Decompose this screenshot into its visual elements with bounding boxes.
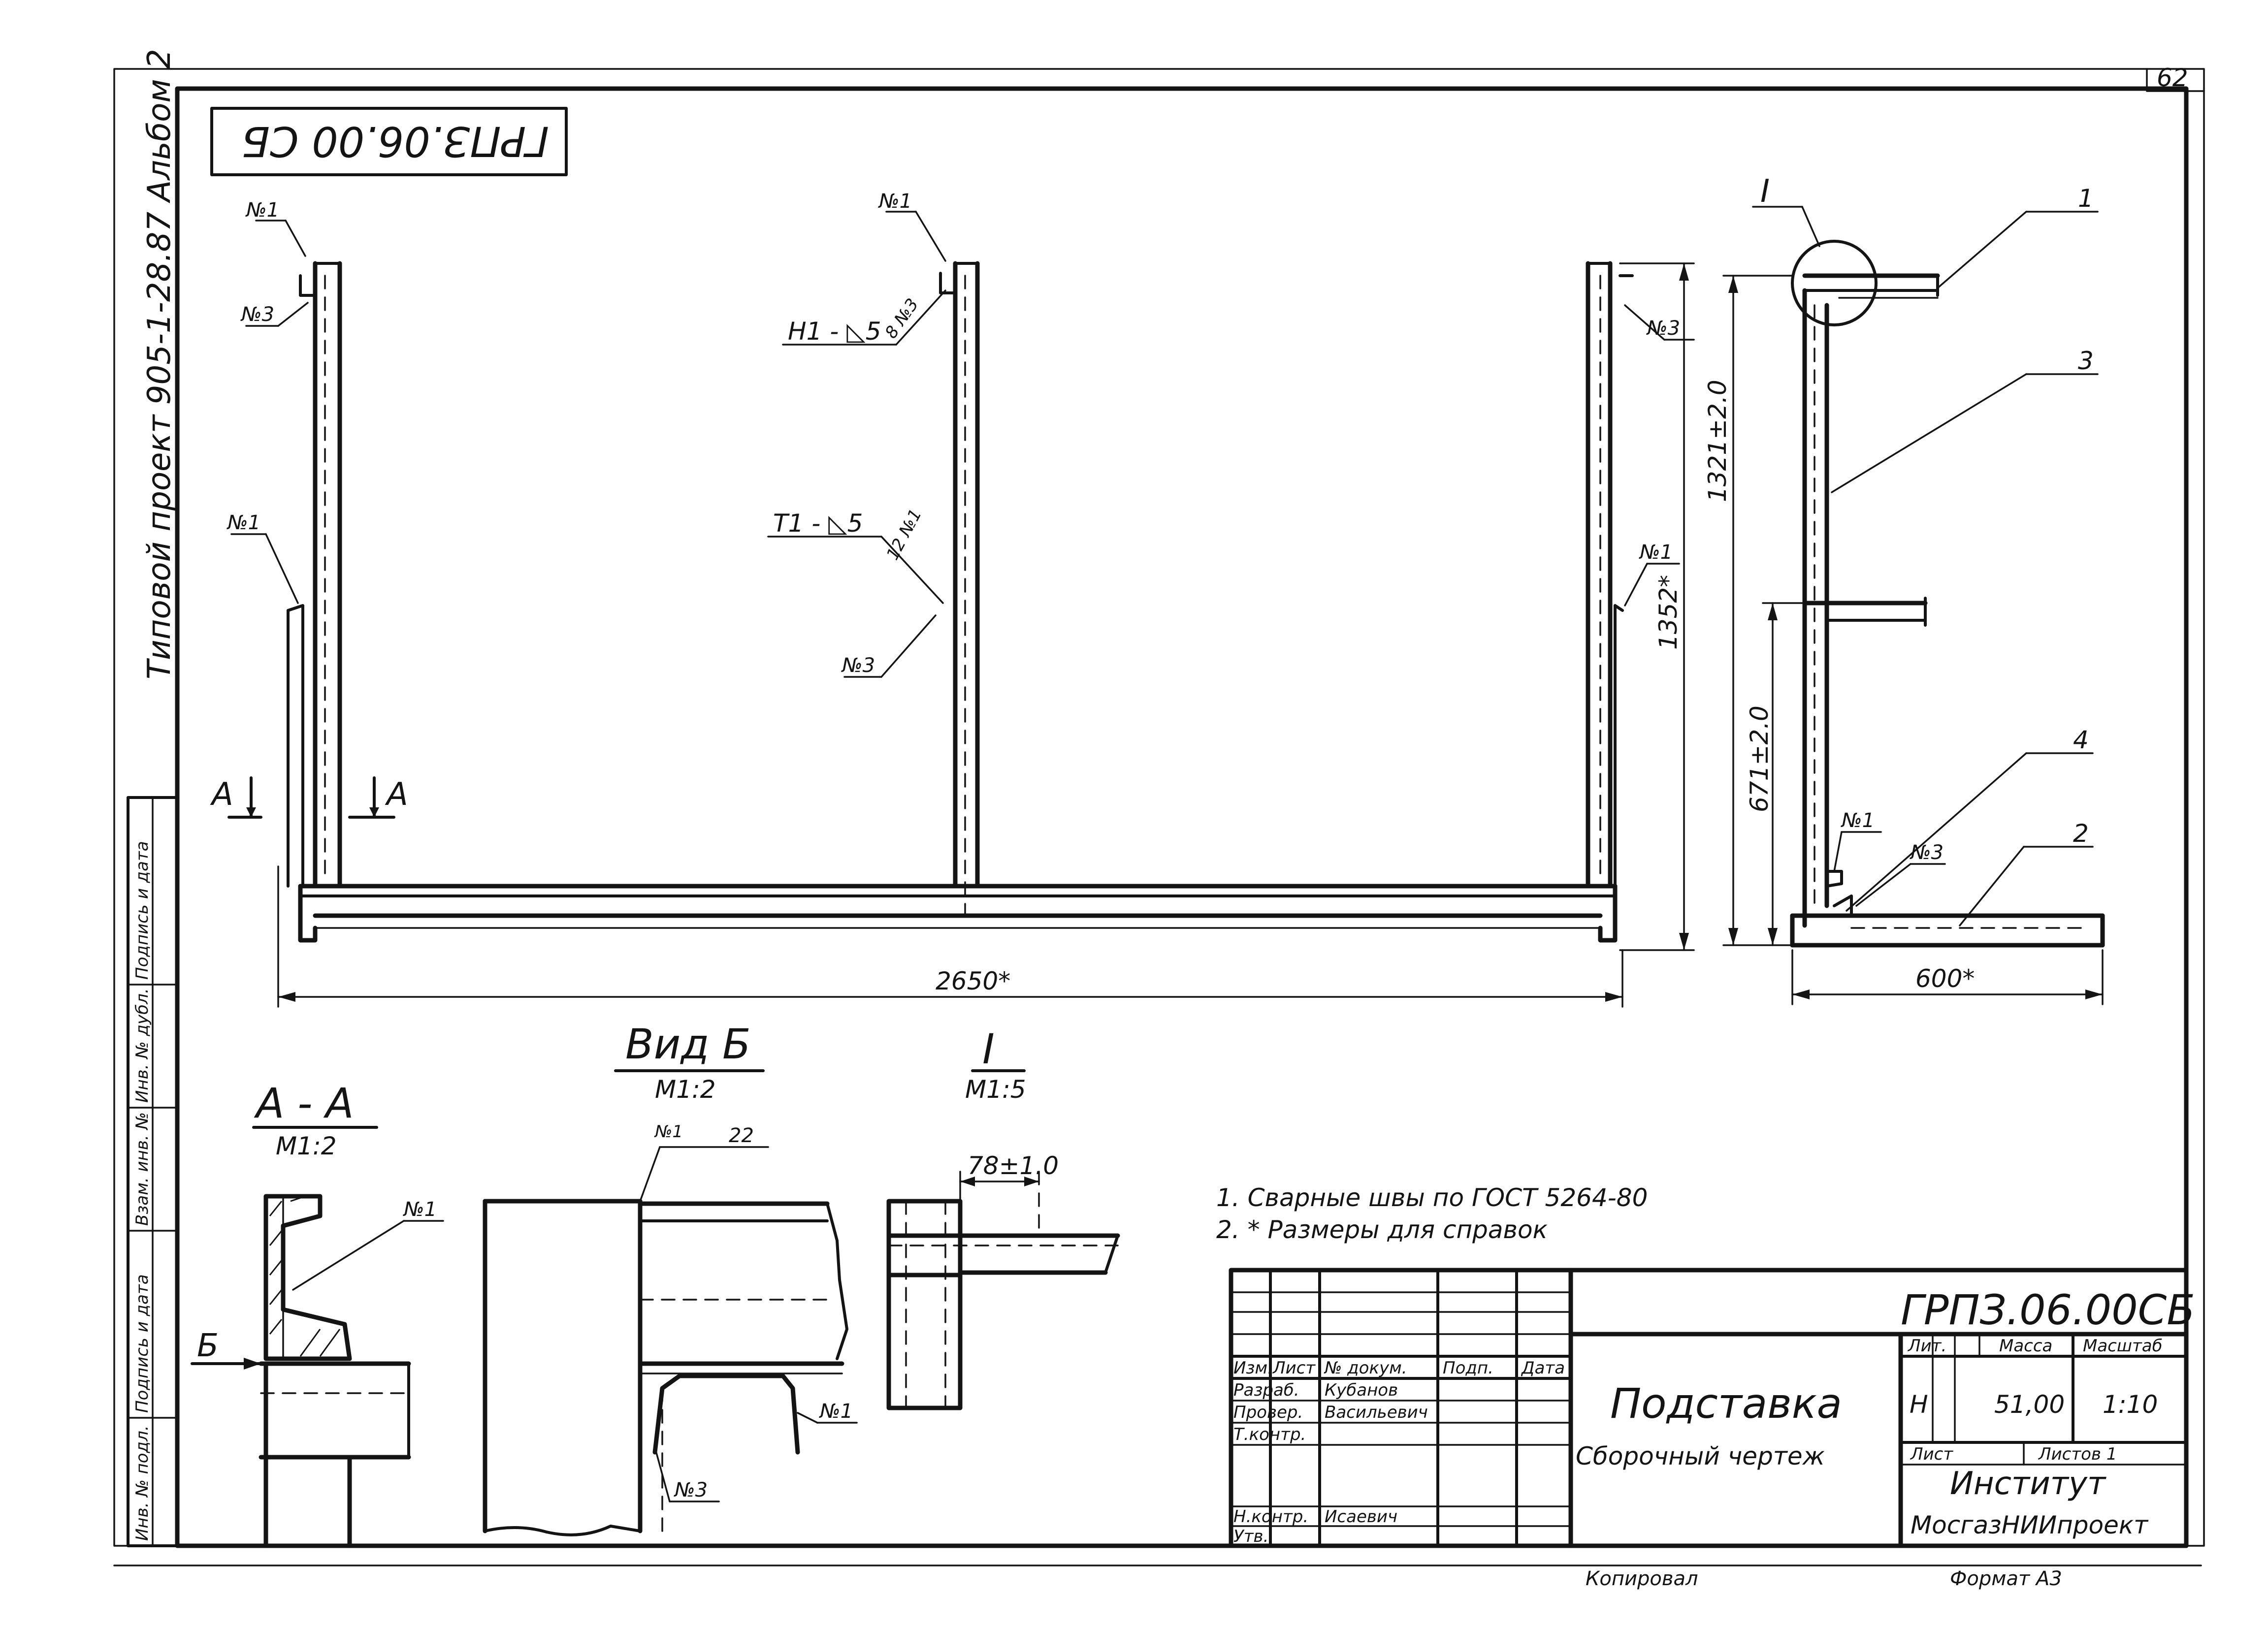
sheet-frame	[113, 68, 2205, 1566]
tb-hdr-sign: Подп.	[1443, 1358, 1493, 1378]
weld-h1-sub: 8 №3	[881, 295, 923, 342]
tb-mass-value: 51,00	[1994, 1390, 2065, 1419]
dim-height-shelf: 671±2.0	[1745, 705, 1774, 812]
code-stamp-box: ГРПЗ.06.00 СБ	[210, 107, 568, 176]
left-approval-strip: Инв. № подл. Подпись и дата Взам. инв. №…	[127, 796, 179, 1547]
tb-hdr-list: Лист	[1272, 1358, 1316, 1378]
strip-label-3: Инв. № дубл.	[132, 988, 152, 1103]
detail-i-marker: I	[1760, 173, 1770, 210]
item-1-label: 1	[2078, 184, 2094, 213]
footer-copied: Копировал	[1586, 1567, 1698, 1590]
tb-name-3: Исаевич	[1325, 1507, 1397, 1527]
section-aa-callout-n1: №1	[403, 1198, 437, 1221]
front-view: А А	[210, 261, 1634, 943]
tb-name-0: Кубанов	[1325, 1380, 1398, 1400]
item-4-label: 4	[2073, 726, 2089, 754]
tb-org-line1: Институт	[1950, 1466, 2106, 1502]
detail-i-scale: М1:5	[965, 1075, 1026, 1104]
view-b-title: Вид Б	[625, 1020, 751, 1068]
item-3-label: 3	[2078, 347, 2094, 375]
view-b-weld-mark: №1	[654, 1122, 683, 1142]
view-b-callout-n1: №1	[819, 1400, 853, 1423]
callout-n1-right: №1	[1639, 541, 1673, 564]
tb-role-3: Н.контр.	[1233, 1507, 1308, 1527]
dim-height-front: 1352*	[1654, 575, 1683, 650]
section-aa-view: А - А М1:2 №1 Б	[191, 1079, 444, 1548]
callout-n1-top-mid: №1	[878, 190, 912, 213]
tb-role-1: Провер.	[1233, 1403, 1303, 1422]
tb-role-2: Т.контр.	[1233, 1425, 1306, 1444]
tb-hdr-date: Дата	[1521, 1358, 1565, 1378]
tb-scale-value: 1:10	[2103, 1390, 2158, 1419]
dim-detail-offset: 78±1.0	[968, 1151, 1059, 1180]
tb-lit-value: Н	[1910, 1390, 1928, 1419]
view-b-callout-n3: №3	[674, 1479, 708, 1501]
tb-sheet-label: Лист	[1910, 1444, 1953, 1464]
weld-t1-label: Т1 - ◺5	[773, 509, 863, 538]
view-b: Вид Б М1:2 №1 22 №1 №3	[483, 1020, 858, 1536]
tb-code: ГРПЗ.06.00СБ	[1901, 1286, 2195, 1334]
side-view-dimensions: 1321±2.0 671±2.0 600*	[1703, 275, 2104, 1005]
detail-i-view: I М1:5 78±1.0	[886, 1025, 1120, 1410]
callout-n1-side: №1	[1841, 809, 1875, 832]
strip-label-1: Подпись и дата	[132, 1274, 152, 1413]
tb-doc-type: Сборочный чертеж	[1576, 1442, 1825, 1470]
callout-n3-top-left: №3	[240, 303, 274, 326]
section-aa-scale: М1:2	[276, 1132, 337, 1160]
title-block: Изм. Лист № докум. Подп. Дата Разраб. Ку…	[1229, 1268, 2195, 1548]
weld-t1-sub: 12 №1	[883, 506, 926, 563]
view-b-scale: М1:2	[655, 1075, 716, 1104]
code-stamp-text: ГРПЗ.06.00 СБ	[241, 117, 549, 165]
note-2: 2. * Размеры для справок	[1216, 1215, 1548, 1244]
strip-label-4: Подпись и дата	[132, 841, 152, 980]
weld-h1-label: Н1 - ◺5	[788, 317, 881, 346]
tb-col-scale: Масштаб	[2083, 1336, 2163, 1356]
item-2-label: 2	[2073, 819, 2089, 848]
view-b-weld-length: 22	[729, 1124, 754, 1147]
tb-col-mass: Масса	[1999, 1336, 2052, 1356]
callout-n1-top-left: №1	[245, 199, 279, 222]
tb-role-4: Утв.	[1233, 1527, 1268, 1546]
tb-name-1: Васильевич	[1325, 1403, 1428, 1422]
tb-name: Подставка	[1610, 1379, 1842, 1428]
tb-col-lit: Лит.	[1907, 1336, 1946, 1356]
side-view-callouts: 1 3 4 2 №1 №3	[1831, 184, 2099, 926]
tb-hdr-izm: Изм.	[1233, 1358, 1273, 1378]
view-b-arrow-label: Б	[197, 1328, 219, 1364]
detail-i-title: I	[982, 1025, 995, 1073]
side-view: I	[1752, 173, 2105, 948]
callout-n1-mid-left: №1	[227, 511, 260, 534]
tb-org-line2: МосгазНИИпроект	[1911, 1511, 2149, 1539]
album-note: Типовой проект 905-1-28.87 Альбом 2	[141, 49, 178, 679]
section-a-right-label: А	[385, 776, 408, 813]
tb-role-0: Разраб.	[1233, 1380, 1299, 1400]
page-number-box: 62	[2146, 64, 2205, 92]
notes-block: 1. Сварные швы по ГОСТ 5264-80 2. * Разм…	[1216, 1183, 1648, 1244]
front-view-dimensions: 2650* 1352*	[277, 262, 1695, 1008]
dim-height-total: 1321±2.0	[1703, 380, 1732, 502]
callout-n3-right: №3	[1646, 317, 1680, 340]
section-a-left-label: А	[210, 776, 233, 813]
page-number: 62	[2157, 64, 2188, 92]
callout-n3-mid: №3	[841, 654, 875, 677]
dim-length: 2650*	[936, 967, 1010, 995]
strip-label-0: Инв. № подл.	[132, 1425, 152, 1541]
strip-label-2: Взам. инв. №	[132, 1112, 152, 1226]
footer-format: Формат А3	[1950, 1567, 2062, 1590]
tb-hdr-doc: № докум.	[1324, 1358, 1407, 1378]
footer: Копировал Формат А3	[1586, 1567, 2062, 1590]
front-view-callouts: №1 №3 №1 №1 Н1 - ◺5 8 №3 Т1 - ◺5 12 №1 №…	[227, 190, 1695, 678]
dim-depth: 600*	[1915, 964, 1975, 993]
note-1: 1. Сварные швы по ГОСТ 5264-80	[1216, 1183, 1648, 1212]
callout-n3-side: №3	[1910, 841, 1944, 864]
tb-sheets-label: Листов 1	[2038, 1444, 2117, 1464]
section-aa-title: А - А	[254, 1079, 354, 1127]
